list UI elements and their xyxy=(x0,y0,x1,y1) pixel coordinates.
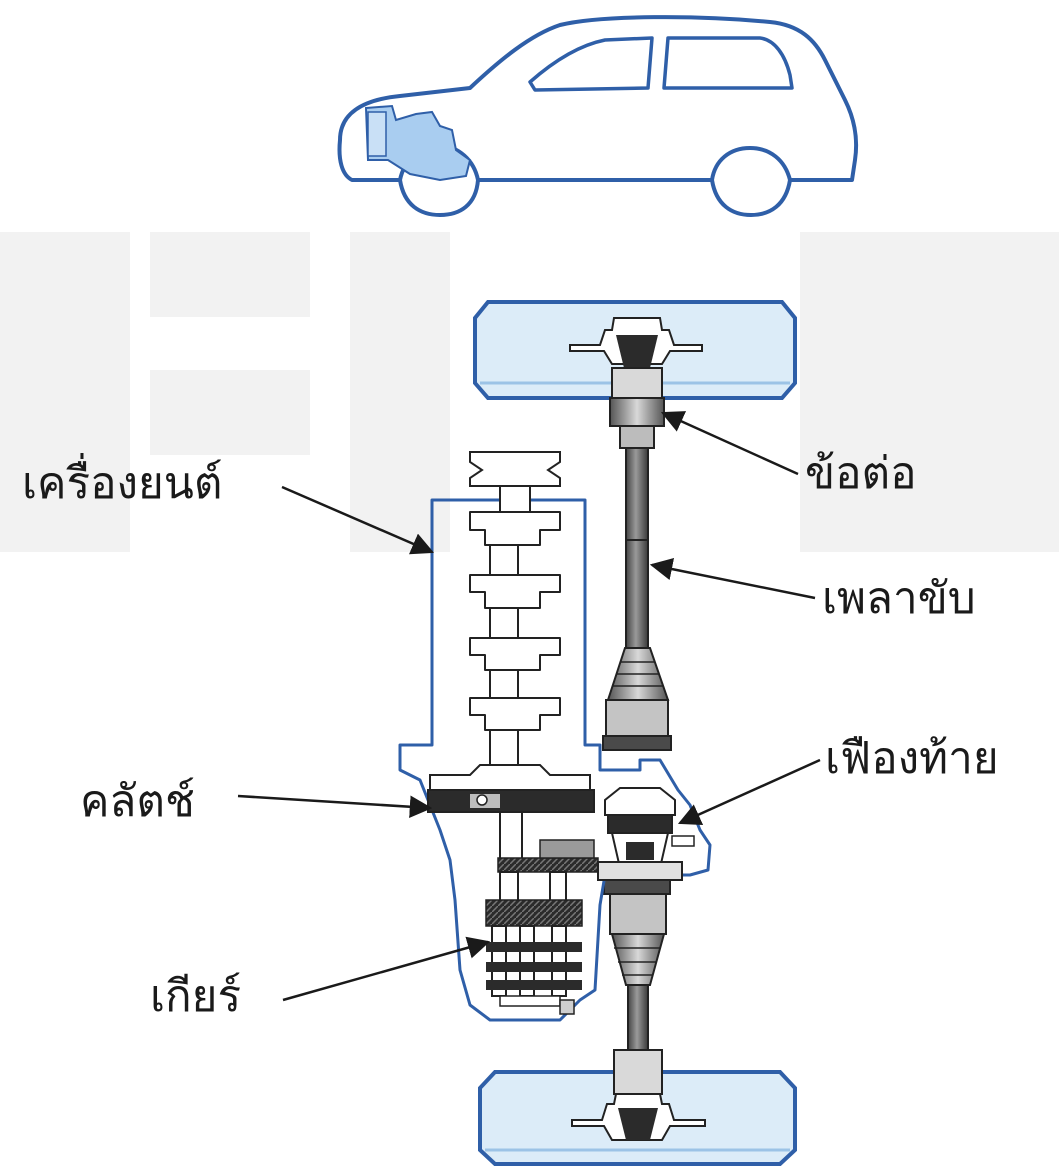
wheel-top xyxy=(473,300,797,403)
drive-shaft-label: เพลาขับ xyxy=(822,573,976,624)
drive-shaft-lower xyxy=(603,879,671,1051)
wheel-bottom xyxy=(478,1049,797,1166)
watermark xyxy=(0,232,1059,552)
clutch-leader-line xyxy=(237,794,433,818)
drive-shaft-leader-line xyxy=(649,557,816,600)
engine-leader-line xyxy=(281,485,435,555)
differential xyxy=(597,787,695,881)
joint-leader-line xyxy=(660,411,799,476)
engine-housing xyxy=(398,451,712,1022)
differential-leader-line xyxy=(677,758,821,825)
leader-lines xyxy=(237,411,821,1002)
clutch-label: คลัตช์ xyxy=(80,776,195,827)
car-icon xyxy=(337,15,859,218)
differential-label: เฟืองท้าย xyxy=(825,733,999,784)
gear-leader-line xyxy=(282,936,491,1002)
engine-label: เครื่องยนต์ xyxy=(22,458,223,509)
car-engine-icon xyxy=(364,104,472,182)
crankshaft xyxy=(469,511,561,771)
joint-label: ข้อต่อ xyxy=(805,448,917,499)
gear-label: เกียร์ xyxy=(150,971,242,1022)
drive-shaft-upper xyxy=(602,397,672,751)
gearbox xyxy=(485,839,599,1015)
